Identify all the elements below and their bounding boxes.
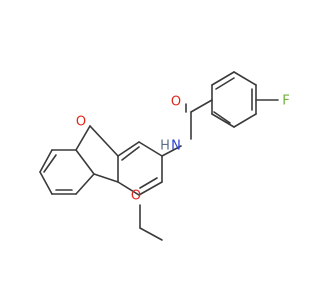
- atom-label-fluorine: F: [282, 94, 289, 109]
- bond-21: [39, 149, 53, 173]
- bond-14: [117, 141, 140, 157]
- atom-labels: F O N H O O: [76, 94, 290, 204]
- atom-label-carbonyl-oxygen: O: [171, 95, 181, 110]
- bond-double-5: [121, 146, 140, 161]
- bond-17: [93, 173, 119, 183]
- bond-7: [190, 99, 213, 113]
- bond-4: [211, 113, 235, 128]
- bond-26: [139, 227, 163, 241]
- bond-0: [211, 71, 235, 86]
- bond-double-2: [213, 111, 231, 124]
- bond-double-6: [43, 154, 57, 173]
- atom-label-amide-hydrogen: H: [160, 139, 170, 154]
- bond-24: [75, 173, 95, 195]
- bond-12: [117, 181, 140, 196]
- bond-9: [161, 145, 182, 157]
- bond-3: [233, 113, 257, 128]
- molecule-diagram: F O N H O O: [39, 71, 290, 241]
- atom-label-furan-oxygen: O: [76, 115, 86, 130]
- bond-22: [39, 171, 53, 195]
- atom-label-amide-nitrogen: N: [171, 139, 181, 154]
- bond-15: [138, 141, 163, 157]
- bond-lines: [39, 71, 279, 241]
- bond-11: [138, 181, 163, 196]
- bond-19: [75, 125, 91, 151]
- bond-double-4: [139, 177, 158, 189]
- bond-1: [233, 71, 257, 86]
- bond-16: [89, 125, 119, 157]
- bond-18: [75, 149, 95, 175]
- atom-label-methoxy-oxygen: O: [131, 189, 141, 204]
- bond-double-0: [215, 77, 235, 90]
